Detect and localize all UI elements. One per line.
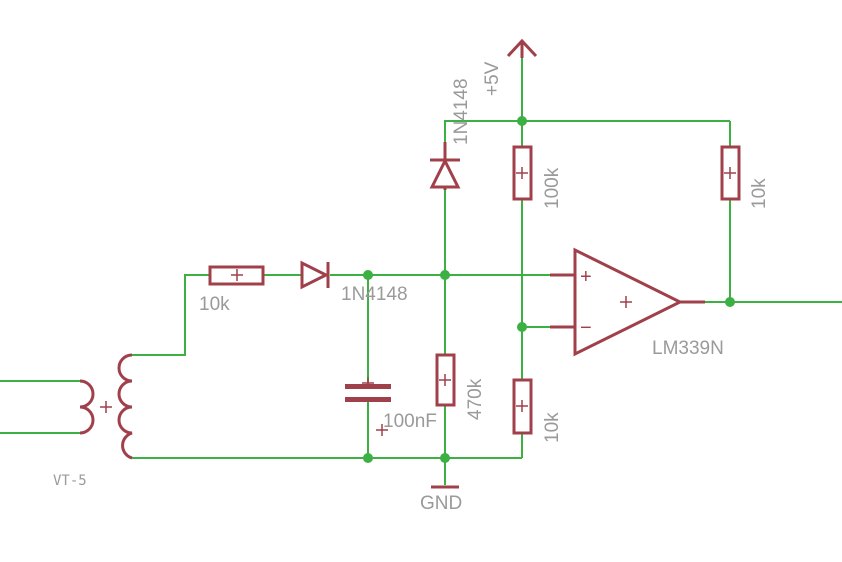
comparator xyxy=(550,247,705,357)
diode-clamp xyxy=(429,142,461,190)
junction-dot xyxy=(440,270,450,280)
transformer-vt5 xyxy=(79,353,133,460)
comparator-label: LM339N xyxy=(652,338,724,359)
comparator-pin-plus: + xyxy=(580,266,592,288)
diode-input xyxy=(300,260,330,290)
ground-label: GND xyxy=(420,493,462,514)
transformer-label: VT-5 xyxy=(53,473,87,489)
junction-dot xyxy=(440,453,450,463)
resistor-output-pullup xyxy=(720,145,741,201)
capacitor xyxy=(345,377,391,436)
resistor-divider-low xyxy=(512,378,533,435)
resistor-100k xyxy=(512,145,533,201)
junction-dot xyxy=(363,453,373,463)
supply-arrow-icon xyxy=(506,38,538,58)
capacitor-label: 100nF xyxy=(383,411,437,432)
diode-clamp-label: 1N4148 xyxy=(451,78,472,145)
resistor-output-pullup-label: 10k xyxy=(749,178,770,209)
resistor-470k xyxy=(435,353,456,407)
junction-dot xyxy=(725,297,735,307)
diode-input-label: 1N4148 xyxy=(341,284,408,305)
resistor-input xyxy=(208,265,265,286)
comparator-pin-minus: − xyxy=(580,317,592,339)
junction-dot xyxy=(363,270,373,280)
junction-dot xyxy=(517,322,527,332)
junction-dot xyxy=(517,116,527,126)
resistor-470k-label: 470k xyxy=(465,378,486,420)
junctions xyxy=(363,116,735,463)
supply-label: +5V xyxy=(482,61,503,96)
resistor-input-label: 10k xyxy=(199,294,230,315)
resistor-100k-label: 100k xyxy=(542,167,563,209)
resistor-divider-low-label: 10k xyxy=(542,412,563,443)
